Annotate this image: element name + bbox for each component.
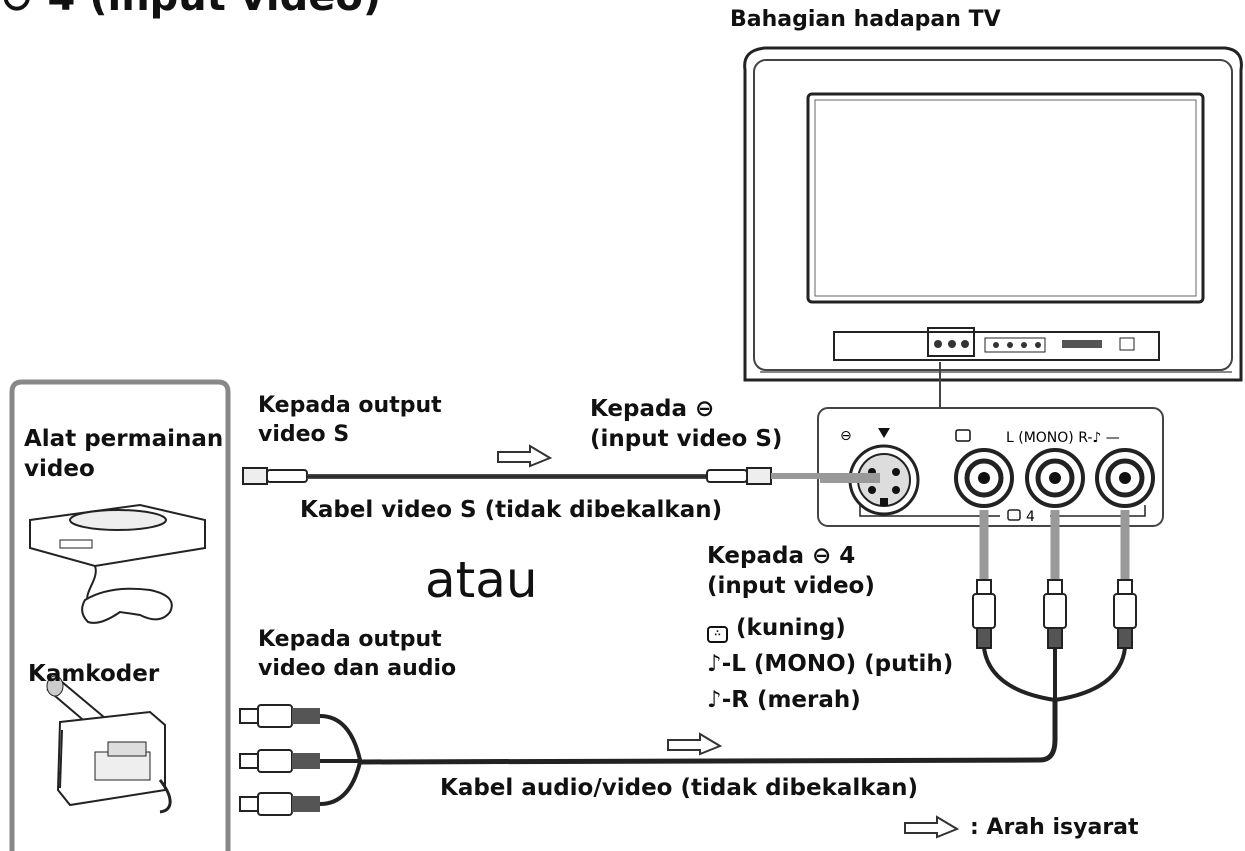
jack-panel: ⊖ L (MONO) R-♪ — 4 bbox=[817, 407, 1164, 527]
camcorder-label: Kamkoder bbox=[28, 661, 160, 687]
page-heading: ⊖ 4 (input video) bbox=[0, 0, 381, 20]
av-red-label: -R (merah) bbox=[721, 687, 861, 713]
av-cable-right-plugs bbox=[972, 510, 1137, 702]
game-console-icon bbox=[29, 503, 206, 624]
av-cable-label: Kabel audio/video (tidak dibekalkan) bbox=[440, 775, 918, 801]
tv-front bbox=[743, 46, 1243, 382]
panel-top-label: L (MONO) R-♪ — bbox=[1006, 430, 1120, 446]
tv-label: Bahagian hadapan TV bbox=[730, 7, 1001, 32]
legend-arrow-icon bbox=[904, 815, 960, 839]
svideo-cable-label: Kabel video S (tidak dibekalkan) bbox=[300, 497, 723, 523]
s-video-cable bbox=[242, 467, 880, 485]
svideo-target-label: Kepada ⊖ (input video S) bbox=[590, 396, 783, 452]
av-cable bbox=[359, 700, 1058, 765]
signal-direction-arrow bbox=[497, 444, 553, 468]
device-frame bbox=[9, 379, 231, 851]
music-note-icon: ♪ bbox=[707, 687, 722, 713]
music-note-icon: ♪ bbox=[707, 651, 722, 677]
video-jack-icon: ∴ bbox=[707, 626, 728, 643]
svideo-source-label: Kepada output video S bbox=[258, 393, 442, 447]
svg-text:⊖: ⊖ bbox=[840, 428, 852, 444]
av-cable-left-plugs bbox=[239, 704, 362, 816]
camcorder-icon bbox=[46, 675, 172, 814]
tv-front-jacks bbox=[934, 337, 1135, 353]
rca-jack-video bbox=[954, 448, 1014, 508]
legend-text: : Arah isyarat bbox=[970, 815, 1139, 840]
signal-direction-arrow bbox=[667, 732, 723, 756]
s-video-jack bbox=[848, 444, 920, 516]
panel-bottom-label: 4 bbox=[1026, 509, 1035, 525]
av-yellow-row: ∴ (kuning) bbox=[707, 614, 846, 644]
av-white-row: ♪-L (MONO) (putih) bbox=[707, 650, 953, 680]
av-red-row: ♪-R (merah) bbox=[707, 686, 861, 716]
av-white-label: -L (MONO) (putih) bbox=[721, 651, 954, 677]
av-source-label: Kepada output video dan audio bbox=[258, 627, 457, 681]
or-label: atau bbox=[425, 551, 538, 609]
rca-jack-audio-left bbox=[1025, 448, 1085, 508]
av-target-label: Kepada ⊖ 4 (input video) bbox=[707, 543, 875, 599]
rca-jack-audio-right bbox=[1095, 448, 1155, 508]
av-yellow-label: (kuning) bbox=[736, 615, 846, 641]
game-device-label: Alat permainan video bbox=[24, 426, 224, 482]
